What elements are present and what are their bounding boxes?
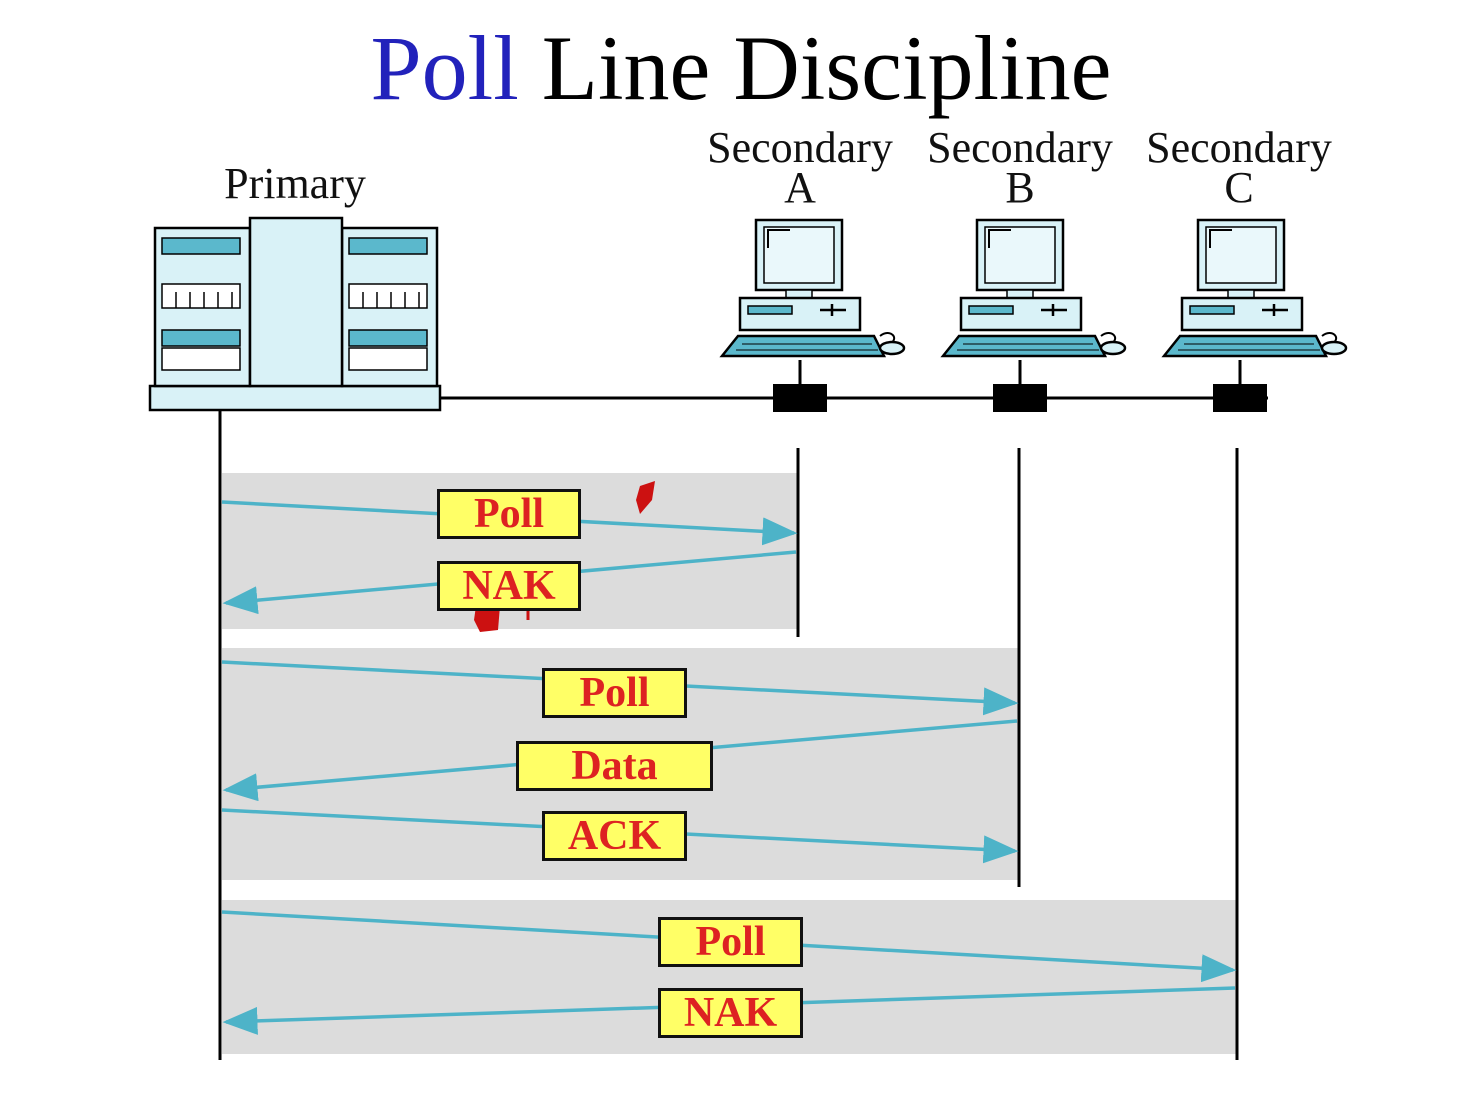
bus-connector-a bbox=[773, 360, 827, 412]
annotation-mark-2 bbox=[474, 606, 500, 632]
secondary-a-computer-icon bbox=[719, 218, 906, 358]
secondary-a-line2: A bbox=[784, 163, 816, 212]
message-poll-a: Poll bbox=[437, 489, 581, 539]
secondary-c-computer-icon bbox=[1161, 218, 1348, 358]
message-poll-c: Poll bbox=[658, 917, 803, 967]
title-rest: Line Discipline bbox=[541, 17, 1112, 119]
annotation-mark-1 bbox=[636, 481, 655, 514]
slide-title: Poll Line Discipline bbox=[0, 18, 1482, 118]
title-highlight: Poll bbox=[370, 17, 519, 119]
message-data-b: Data bbox=[516, 741, 713, 791]
secondary-c-line1: Secondary bbox=[1146, 123, 1332, 172]
secondary-a-line1: Secondary bbox=[707, 123, 893, 172]
message-nak-c: NAK bbox=[658, 988, 803, 1038]
secondary-a-label: Secondary A bbox=[695, 123, 905, 212]
secondary-c-label: Secondary C bbox=[1134, 123, 1344, 212]
secondary-b-computer-icon bbox=[940, 218, 1127, 358]
bus-connector-c bbox=[1213, 360, 1267, 412]
message-ack-b: ACK bbox=[542, 811, 687, 861]
primary-server-icon bbox=[148, 216, 442, 412]
secondary-b-label: Secondary B bbox=[915, 123, 1125, 212]
secondary-b-line2: B bbox=[1005, 163, 1035, 212]
bus-connector-b bbox=[993, 360, 1047, 412]
message-nak-a: NAK bbox=[437, 561, 581, 611]
secondary-b-line1: Secondary bbox=[927, 123, 1113, 172]
message-poll-b: Poll bbox=[542, 668, 687, 718]
primary-label: Primary bbox=[224, 159, 366, 208]
secondary-c-line2: C bbox=[1224, 163, 1254, 212]
